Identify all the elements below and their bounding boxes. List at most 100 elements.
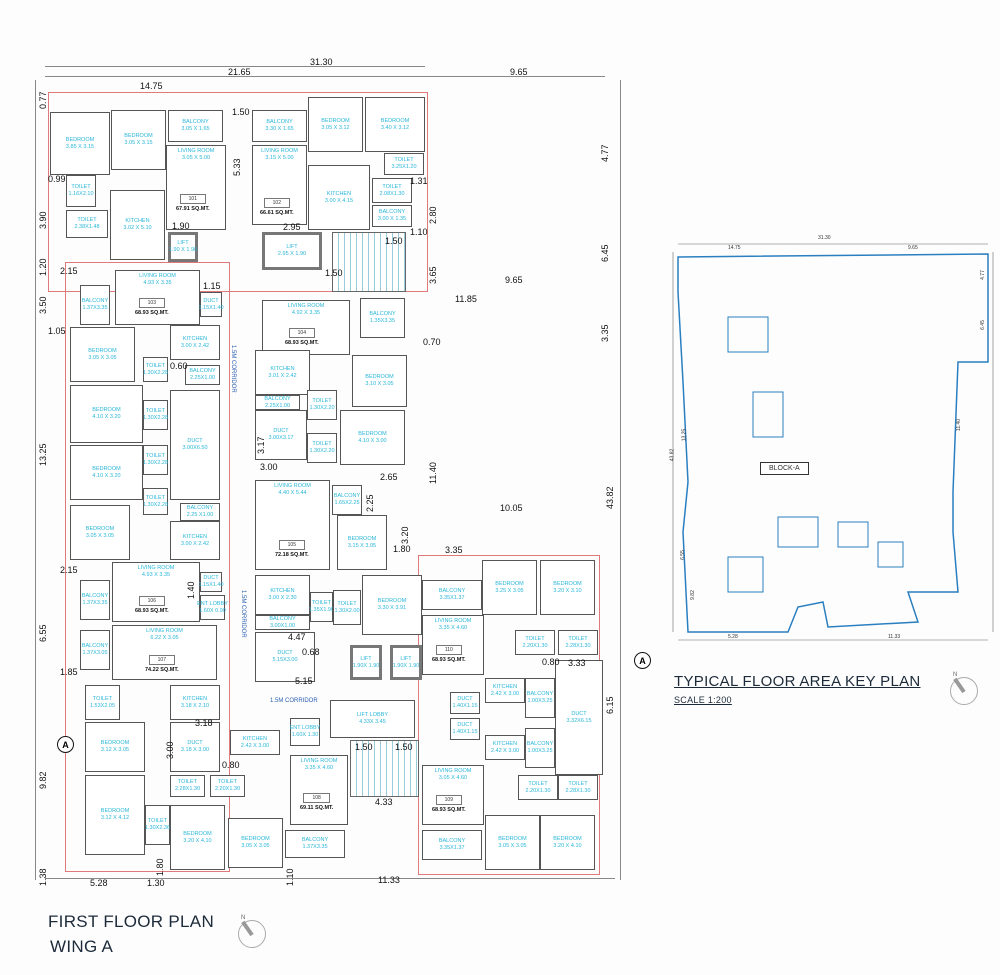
room-name: BALCONY	[182, 119, 209, 125]
room-name: LIVING ROOM	[177, 148, 215, 154]
room-name: TOILET	[217, 779, 238, 785]
room-name: KITCHEN	[326, 190, 352, 197]
room-size: 3.30 X 3.91	[377, 605, 407, 611]
dimension-label: 9.65	[505, 275, 523, 285]
room-name: BEDROOM	[495, 580, 524, 587]
dimension-label: 1.90	[172, 221, 190, 231]
key-plan-dimension: 5.28	[728, 634, 738, 640]
dimension-label: 3.65	[428, 266, 438, 284]
room-name: TOILET	[145, 453, 166, 459]
key-plan-scale: SCALE 1:200	[674, 695, 732, 705]
unit-number: 105	[278, 540, 305, 550]
room-name: TOILET	[528, 780, 548, 787]
staircase-bottom	[350, 740, 419, 797]
room-size: 3.85 X 3.15	[65, 143, 95, 150]
room-name: LIFT	[360, 655, 372, 662]
room-size: 1.30X2.20	[309, 405, 335, 411]
room-size: 3.35 X 4.60	[438, 625, 468, 631]
unit-number: 104	[288, 328, 315, 338]
room-size: 1.37X3.05	[82, 650, 108, 656]
plan-subtitle: WING A	[50, 937, 114, 956]
room-size: 1.30X2.28	[142, 415, 169, 421]
room-size: 2.25 X1.00	[186, 512, 214, 518]
room-name: KITCHEN	[492, 683, 518, 690]
dimension-label: 9.65	[510, 67, 528, 77]
room-size: 3.12 X 3.05	[100, 747, 130, 753]
corridor-label-horizontal: 1.5M CORRIDOR	[270, 698, 318, 704]
room-size: 1.30X2.36	[144, 825, 171, 831]
room-name: BEDROOM	[241, 836, 270, 842]
room-size: 1.65X2.25	[334, 500, 360, 506]
room-name: DUCT	[277, 650, 293, 656]
room-size: 3.10 X 3.05	[365, 381, 394, 387]
dimension-label: 2.25	[365, 494, 375, 512]
room-size: 2.08X1.30	[379, 190, 405, 197]
room-size: 3.18 X 3.00	[180, 747, 210, 753]
room-name: KITCHEN	[270, 588, 295, 594]
dimension-label: 43.82	[605, 486, 615, 509]
dimension-label: 10.05	[500, 503, 523, 513]
dimension-label: 3.50	[38, 296, 48, 314]
key-plan-dimension: 43.82	[669, 448, 676, 462]
unit-area: 68.93 SQ.MT.	[135, 608, 169, 614]
section-marker-right: A	[634, 652, 651, 669]
room-size: 1.30X2.28	[142, 369, 169, 376]
room-size: 1.53X2.05	[89, 702, 116, 709]
room-name: DUCT	[273, 428, 289, 434]
key-plan-dimension: 11.33	[888, 634, 901, 640]
dimension-label: 1.50	[395, 742, 413, 752]
room-name: LIFT	[400, 655, 412, 662]
room-size: 2.28X1.30	[174, 786, 201, 792]
dimension-label: 1.20	[38, 258, 48, 276]
room-name: LIFT	[177, 240, 189, 246]
room-name: TOILET	[312, 398, 332, 404]
room-name: BALCONY	[378, 209, 406, 215]
room-name: BALCONY	[301, 837, 329, 843]
room-size: 3.00 X 4.15	[324, 197, 354, 204]
dimension-label: 2.15	[60, 565, 78, 575]
room-size: 3.05 X 4.60	[438, 775, 468, 781]
room-size: 4.33X 3.45	[359, 719, 386, 725]
dimension-label: 1.80	[155, 858, 165, 876]
room-size: 3.05 X 3.05	[498, 842, 527, 849]
room-name: DUCT	[187, 438, 203, 444]
room-name: TOILET	[382, 183, 402, 190]
key-plan-title: TYPICAL FLOOR AREA KEY PLAN	[674, 673, 921, 690]
room-size: 1.40X1.15	[452, 703, 478, 709]
room-name: LIFT LOBBY	[356, 712, 389, 718]
room-size: 3.00 X 1.35	[377, 216, 407, 222]
room-size: 1.40X1.15	[452, 729, 478, 735]
dimension-label: 6.15	[605, 696, 615, 714]
room-name: BEDROOM	[380, 117, 410, 124]
dimension-label: 2.65	[380, 472, 398, 482]
room-size: 2.20X1.30	[525, 787, 551, 794]
room-name: BEDROOM	[347, 535, 377, 542]
dimension-label: 0.80	[222, 760, 240, 770]
room-size: 1.15X1.40	[198, 304, 224, 311]
room-size: 2.42 X 3.00	[490, 747, 520, 754]
room-size: 3.00X1.00	[269, 622, 296, 629]
unit-area: 68.93 SQ.MT.	[135, 310, 169, 316]
room-name: TOILET	[145, 494, 166, 501]
room-size: 3.05 X 1.65	[181, 126, 210, 132]
room-name: DUCT	[203, 575, 219, 581]
dimension-label: 1.05	[48, 326, 66, 336]
